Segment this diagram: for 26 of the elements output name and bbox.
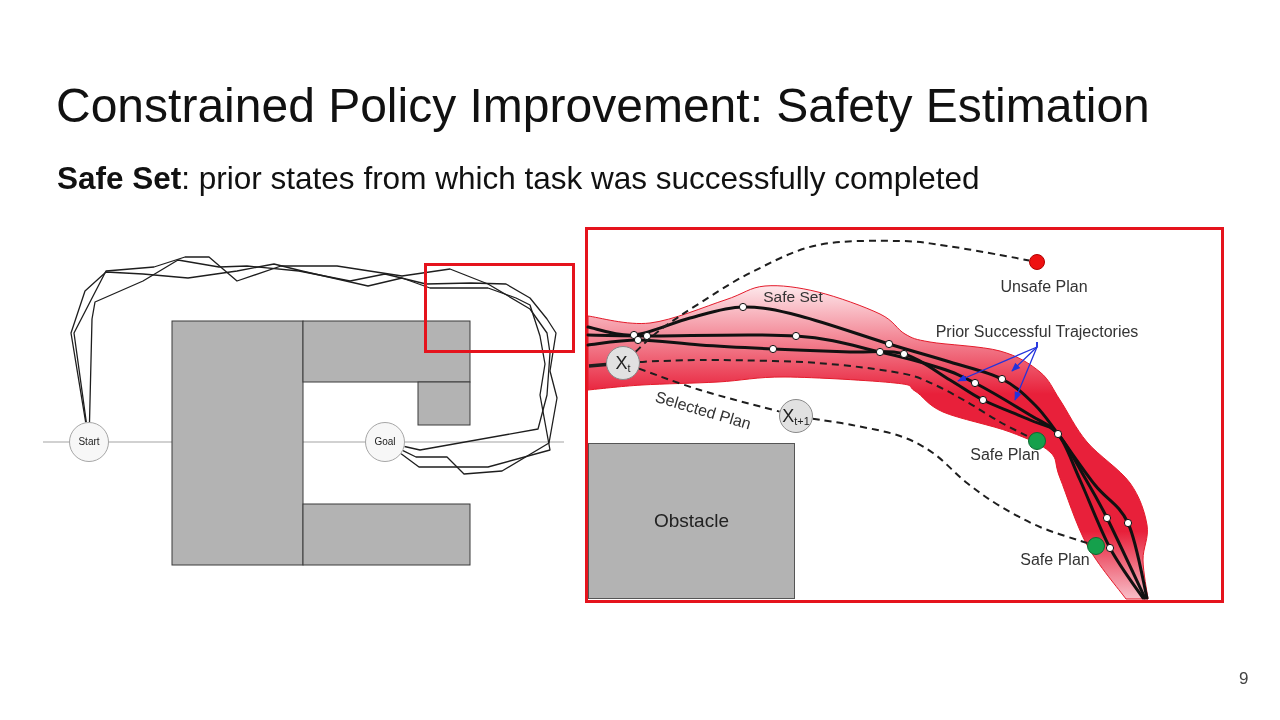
dashed-plan-line	[638, 367, 781, 413]
slide-title: Constrained Policy Improvement: Safety Estimation	[56, 78, 1150, 134]
callout-label: Prior Successful Trajectories	[932, 323, 1142, 342]
leader-arrow	[1014, 341, 1038, 401]
node-label: Obstacle	[654, 510, 729, 532]
start-circle	[69, 422, 109, 462]
edge-label: Selected Plan	[653, 388, 753, 434]
trajectory-line	[588, 362, 607, 368]
subtitle-text: Safe Set: prior states from which task was successfully completed	[57, 160, 980, 197]
plan-label: Safe Plan	[969, 446, 1041, 465]
inset-frame	[585, 227, 1224, 603]
plan-label: Unsafe Plan	[999, 278, 1089, 297]
node-label: Start	[78, 436, 100, 448]
plan-label: Safe Plan	[1019, 551, 1091, 570]
page-number: 9	[1239, 669, 1249, 689]
goal-circle	[365, 422, 405, 462]
dashed-plan-line	[811, 417, 1089, 545]
state-circle	[779, 399, 813, 433]
band-label: Safe Set	[762, 288, 824, 306]
unsafe-plan-dot	[1029, 254, 1045, 270]
node-label: Goal	[374, 436, 396, 448]
dashed-plan-line	[634, 239, 1031, 353]
node-label: X$_{t}$	[615, 352, 631, 374]
dashed-plan-line	[639, 358, 1030, 438]
node-label: X$_{t+1}$	[782, 405, 810, 427]
obstacle-block	[588, 443, 795, 599]
